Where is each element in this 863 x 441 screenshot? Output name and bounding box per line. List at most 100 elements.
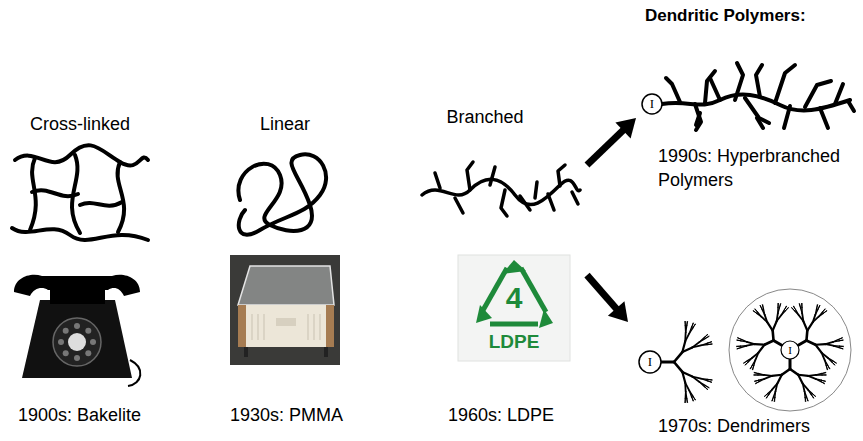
branch-line [808,390,811,395]
branch-line [737,348,741,349]
branch-line [737,340,741,341]
branched-chain [422,162,580,216]
branch-line [756,382,759,384]
branch-line [737,346,741,347]
branch-line [828,365,830,368]
branch-line [786,308,789,311]
polymer-group: 1990s: Hyperbranched Polymers [636,38,861,194]
branch-line [705,387,708,390]
branch-line [685,333,689,341]
branch-line [685,399,686,403]
resin-code: 4 [494,280,534,316]
branch-line [754,372,758,373]
branch-line [674,362,682,372]
branch-line [748,358,752,362]
branch-line [816,345,822,353]
branch-line [811,395,813,398]
branch-line [816,374,822,375]
branch-line [772,397,773,401]
branch-line [777,307,779,313]
branch-line [798,375,803,384]
branch-line [798,341,807,346]
recycling-symbol [458,255,570,361]
branch-line [754,372,758,374]
branch-line [784,306,786,310]
branch-line [815,309,818,314]
branch-line [685,392,687,399]
branch-line [693,396,695,399]
branch-line [755,380,759,381]
branch-line [708,342,712,343]
branch-line [801,307,803,313]
arrow-shaft [587,275,617,310]
structure-name: Linear [215,113,355,136]
branch-line [701,379,708,381]
branch-line [823,311,826,313]
era-caption: 1930s: PMMA [230,404,385,427]
branch-line [754,374,758,375]
branch-line [685,383,689,391]
branch-line [816,305,818,309]
branch-line [819,313,824,317]
era-caption: 1900s: Bakelite [18,404,188,427]
polymer-group: Branched1960s: LDPE [415,100,587,433]
branch-line [752,360,755,365]
branch-line [692,397,694,401]
branch-line [778,303,779,307]
branch-line [741,346,747,348]
branch-line [689,391,692,398]
branch-line [685,325,687,332]
branch-line [737,348,741,349]
record-player-picture [230,255,340,365]
branch-line [832,362,835,365]
branch-line [684,321,685,325]
branch-line [839,339,843,341]
branch-line [760,306,762,309]
crosslinked-network [12,145,148,240]
branch-line [774,391,776,397]
branch-line [822,372,826,374]
branch-line [782,369,790,375]
branch-line [750,365,752,368]
branch-line [753,311,756,313]
branch-line [685,321,686,325]
polymer-group: Cross-linked 1900s: Bakelite [5,108,190,433]
branch-line [794,306,796,310]
branch-line [708,343,712,345]
branch-line [684,383,686,392]
dendrimer-core [781,341,799,359]
branch-line [693,324,695,327]
branch-line [747,342,755,344]
branch-line [759,379,765,380]
branch-line [765,394,768,397]
branch-line [779,304,781,308]
branch-line [822,353,825,360]
dendrimer-outline [729,289,851,411]
branch-line [692,323,693,327]
branch-line [768,390,772,394]
branch-line [684,399,685,403]
branch-line [821,382,824,384]
branch-line [813,317,819,322]
branch-line [821,382,825,384]
branch-line [738,338,742,340]
structure-name: Cross-linked [5,113,155,136]
branch-line [693,396,695,399]
branch-line [805,331,808,341]
branch-line [786,308,789,311]
branch-line [755,382,759,384]
branch-line [801,303,802,307]
branch-line [839,346,843,347]
branch-line [754,374,758,375]
core-mark: I [644,96,660,112]
branch-line [839,340,843,341]
branch-line [773,321,777,330]
branch-line [821,380,825,381]
branch-line [700,382,705,387]
branch-line [774,341,783,346]
arrow-head [615,118,636,138]
branch-line [752,353,758,358]
branch-line [764,394,767,397]
